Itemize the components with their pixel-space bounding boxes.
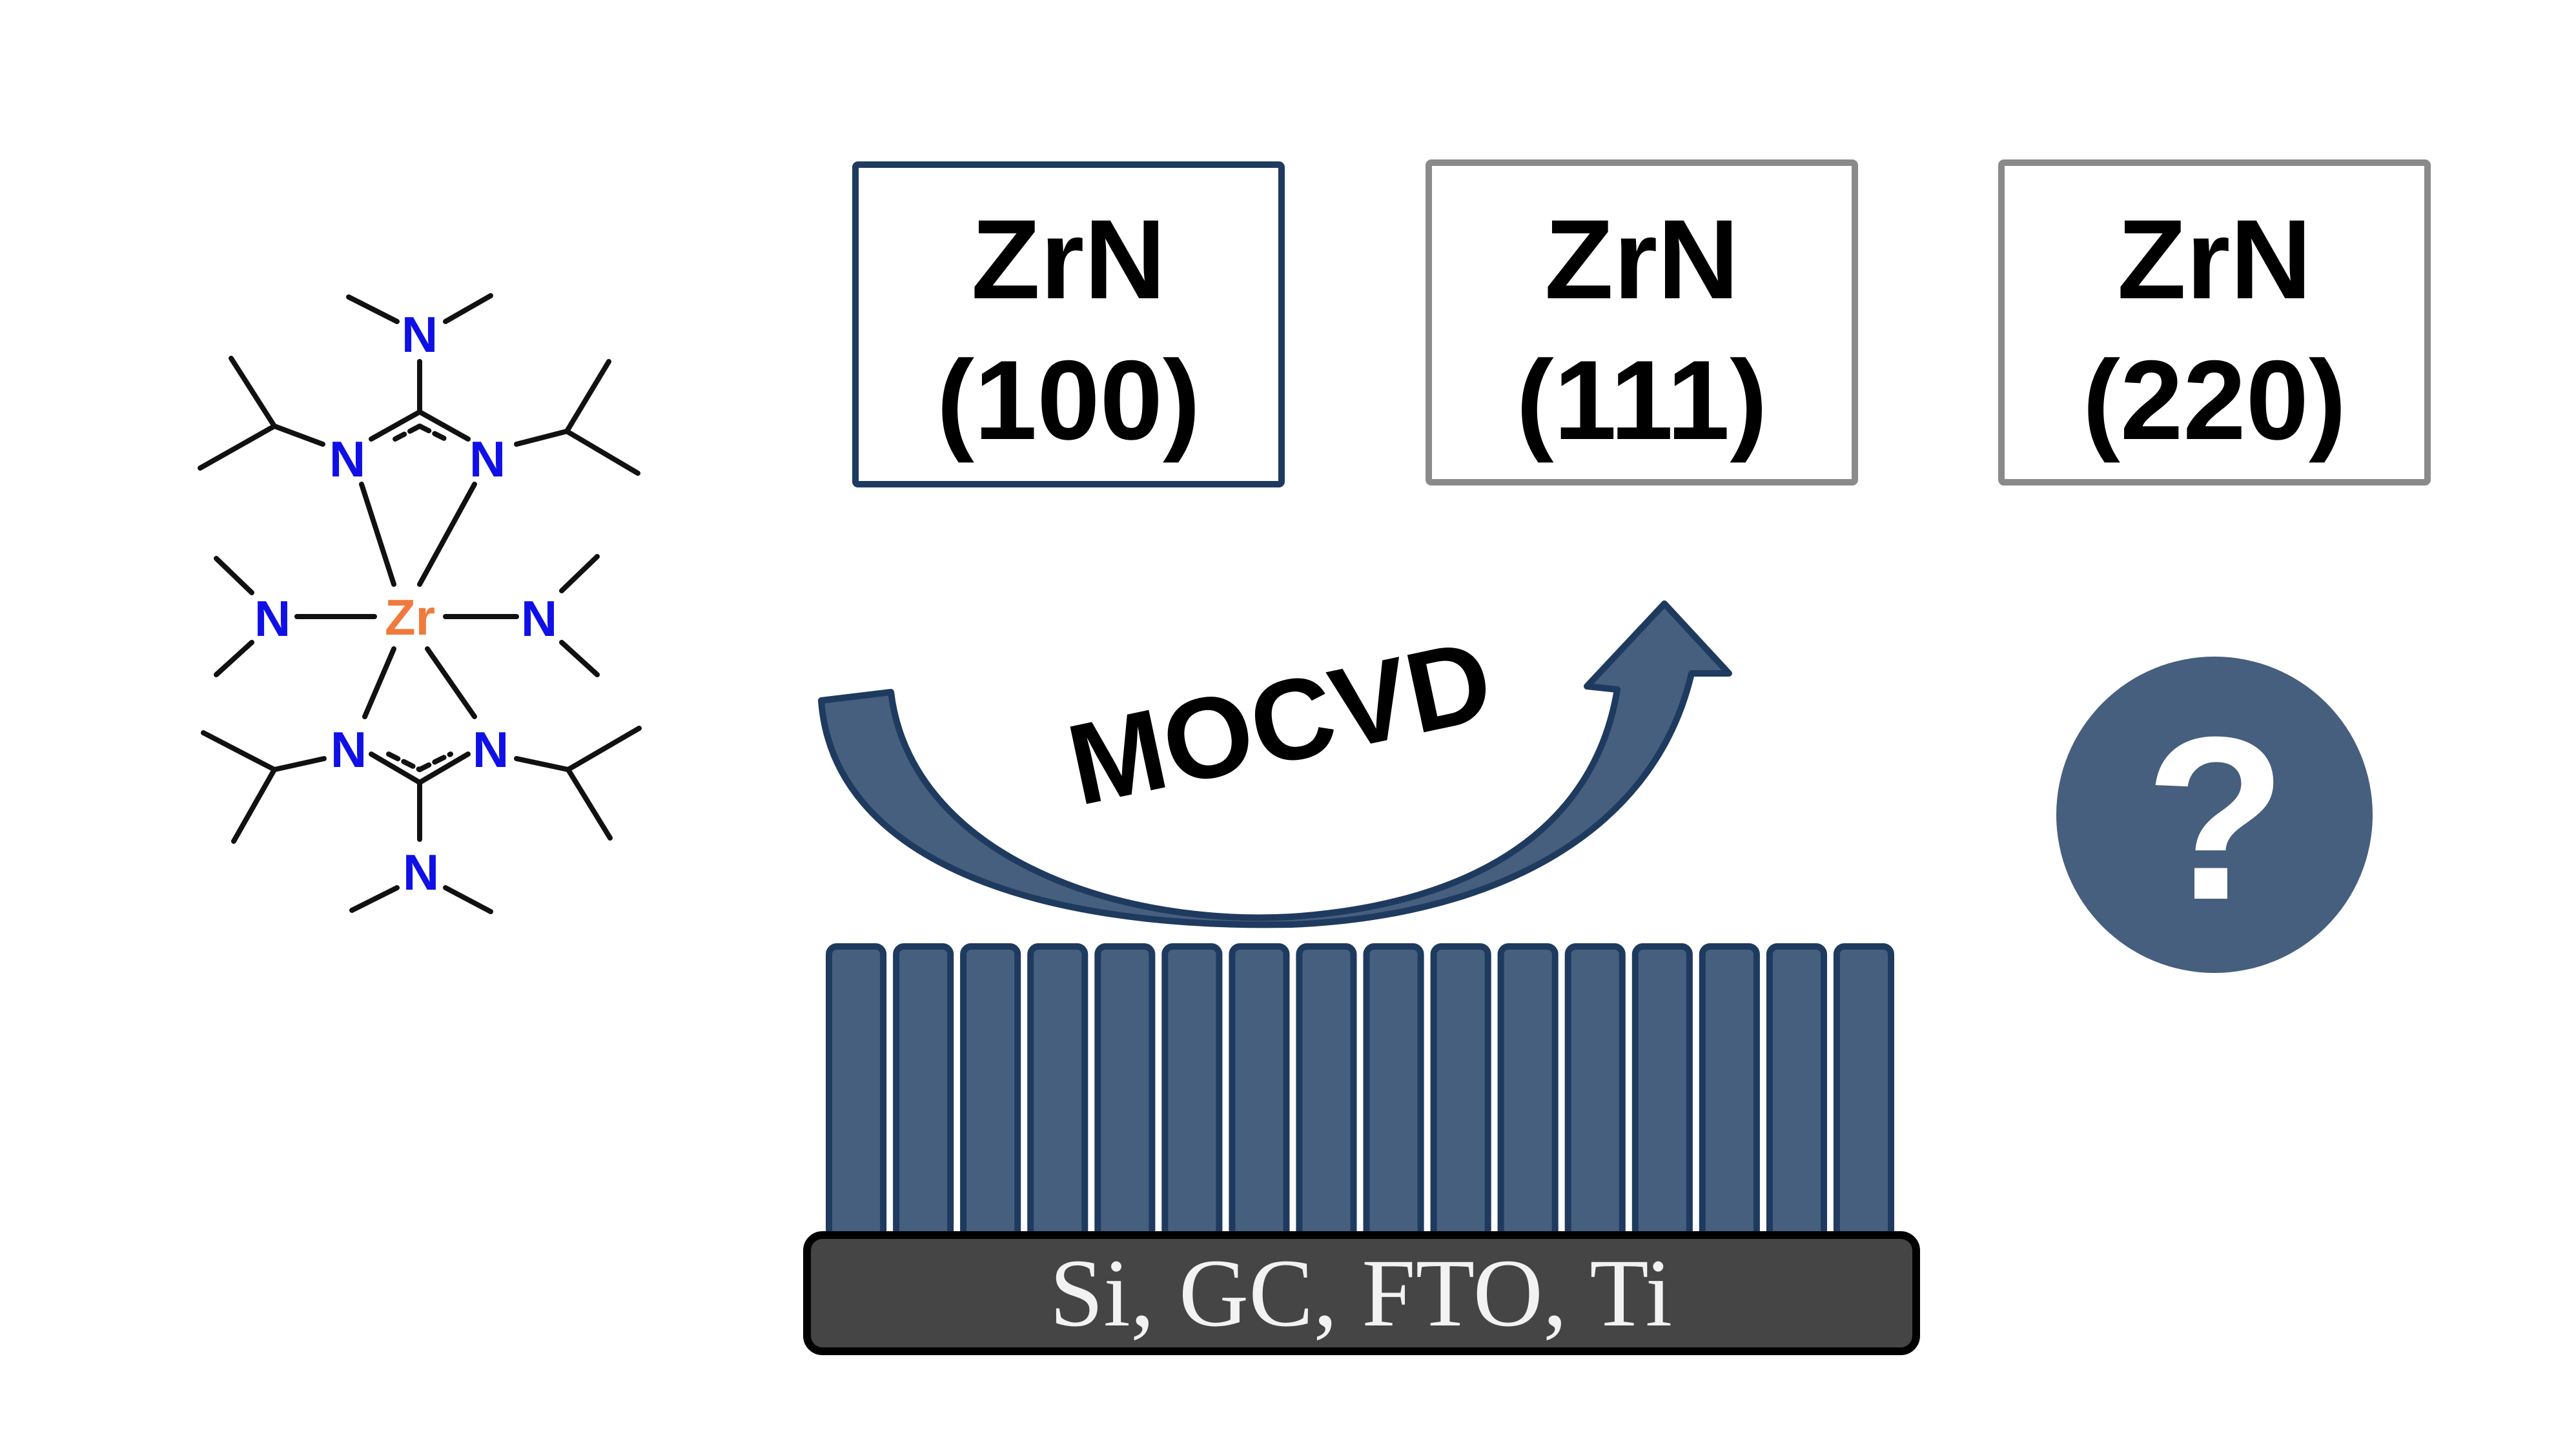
zrn-column — [1833, 943, 1894, 1242]
zrn-column — [960, 943, 1021, 1242]
zrn-220-frame — [1998, 159, 2431, 486]
zrn-column — [1094, 943, 1156, 1242]
question-symbol: ? — [2145, 689, 2287, 948]
zrn-111-formula: ZrN — [1544, 197, 1739, 323]
zrn-100-frame — [852, 161, 1285, 487]
zrn-column — [1229, 943, 1290, 1242]
atom-n-left: N — [254, 590, 291, 647]
zrn-220-box: ZrN (220) — [1998, 159, 2431, 486]
zrn-111-box: ZrN (111) — [1426, 159, 1858, 486]
atom-n-upper-right: N — [469, 431, 506, 487]
mocvd-label: MOCVD — [1058, 615, 1502, 830]
substrate: Si, GC, FTO, Ti — [803, 1231, 1920, 1355]
question-circle — [2056, 657, 2373, 973]
zrn-columns — [826, 943, 1894, 1242]
zrn-111-plane: (111) — [1516, 338, 1767, 464]
zrn-column — [1430, 943, 1491, 1242]
zrn-220-plane: (220) — [2083, 338, 2347, 464]
atom-n-right: N — [521, 590, 557, 647]
zrn-column — [1296, 943, 1357, 1242]
zrn-column — [1699, 943, 1760, 1242]
substrate-base — [803, 1231, 1920, 1355]
mocvd-curved-arrow: MOCVD — [818, 600, 1732, 928]
atom-n-bottom: N — [403, 844, 439, 901]
atom-zr-center: Zr — [385, 589, 435, 646]
zr-precursor-molecule: N N N N Zr N N N N — [198, 293, 642, 914]
zrn-111-frame — [1426, 159, 1858, 486]
zrn-220-formula: ZrN — [2117, 197, 2311, 323]
zrn-column — [893, 943, 954, 1242]
zrn-column — [1564, 943, 1626, 1242]
zrn-100-box: ZrN (100) — [852, 161, 1285, 487]
zrn-column — [1161, 943, 1223, 1242]
atom-n-lower-right: N — [473, 721, 509, 778]
zrn-column — [826, 943, 887, 1242]
atom-n-upper-left: N — [329, 431, 365, 487]
zrn-100-formula: ZrN — [971, 197, 1165, 323]
zrn-column — [1631, 943, 1693, 1242]
zrn-column — [1027, 943, 1089, 1242]
zrn-column — [1363, 943, 1424, 1242]
question-mark-icon: ? — [2056, 657, 2373, 973]
atom-n-top: N — [402, 306, 438, 363]
curved-arrow-body — [818, 600, 1732, 928]
substrate-label: Si, GC, FTO, Ti — [1050, 1240, 1672, 1347]
zrn-column — [1497, 943, 1559, 1242]
zrn-100-plane: (100) — [937, 338, 1201, 464]
atom-n-lower-left: N — [331, 721, 367, 778]
zrn-column — [1766, 943, 1827, 1242]
